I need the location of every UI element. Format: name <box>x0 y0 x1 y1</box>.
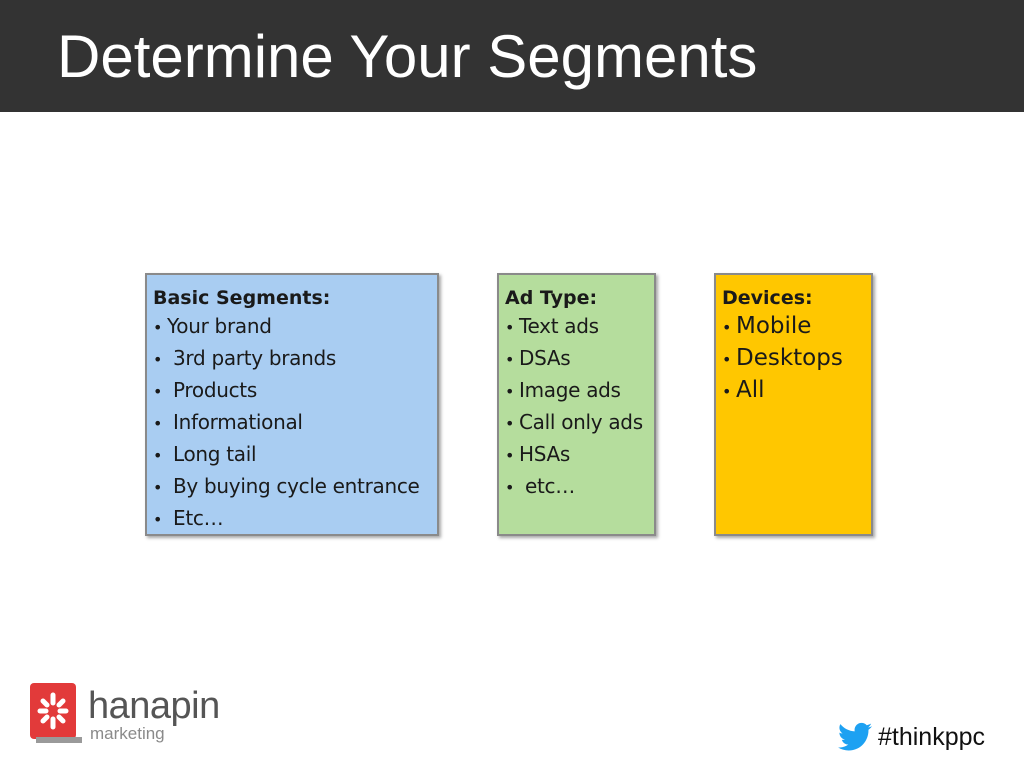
list-item: •Image ads <box>505 375 650 407</box>
list-item: •HSAs <box>505 439 650 471</box>
title-bar: Determine Your Segments <box>0 0 1024 112</box>
list-item-text: DSAs <box>519 346 571 370</box>
bullet: • <box>153 318 163 337</box>
bullet: • <box>153 350 163 369</box>
bullet: • <box>505 350 515 369</box>
list-item: •Call only ads <box>505 407 650 439</box>
slide-title: Determine Your Segments <box>57 23 758 90</box>
bullet: • <box>505 446 515 465</box>
bullet: • <box>153 446 163 465</box>
bullet: • <box>153 510 163 529</box>
list-item: • 3rd party brands <box>153 343 433 375</box>
list-item: •Text ads <box>505 311 650 343</box>
list-item-text: By buying cycle entrance <box>173 474 420 498</box>
list-item-text: Long tail <box>173 442 257 466</box>
list-item: •All <box>722 375 867 407</box>
list-item: • Informational <box>153 407 433 439</box>
basic-segments-heading: Basic Segments: <box>153 287 331 309</box>
list-item-text: Your brand <box>167 314 272 338</box>
list-item-text: Products <box>173 378 257 402</box>
list-item-text: Image ads <box>519 378 621 402</box>
bullet: • <box>505 382 515 401</box>
list-item-text: 3rd party brands <box>173 346 337 370</box>
twitter-bird-icon <box>838 722 872 751</box>
bullet: • <box>722 318 732 337</box>
list-item: • By buying cycle entrance <box>153 471 433 503</box>
hanapin-logo: hanapin marketing <box>30 681 230 745</box>
list-item: • Etc… <box>153 503 433 535</box>
list-item-text: Mobile <box>736 313 812 339</box>
hanapin-logo-mark-icon <box>30 683 82 743</box>
devices-list: •Mobile •Desktops •All <box>722 311 867 407</box>
bullet: • <box>722 382 732 401</box>
list-item-text: Desktops <box>736 345 843 371</box>
hashtag-text[interactable]: #thinkppc <box>878 723 986 751</box>
list-item-text: HSAs <box>519 442 571 466</box>
bullet: • <box>153 382 163 401</box>
list-item-text: Informational <box>173 410 303 434</box>
ad-type-list: •Text ads •DSAs •Image ads •Call only ad… <box>505 311 650 503</box>
basic-segments-list: •Your brand •3rd party brands •Products … <box>153 311 433 535</box>
devices-heading: Devices: <box>722 287 813 309</box>
logo-subtitle: marketing <box>90 724 165 743</box>
list-item: • etc… <box>505 471 650 503</box>
list-item-text: Etc… <box>173 506 224 530</box>
bullet: • <box>505 318 515 337</box>
list-item-text: Call only ads <box>519 410 643 434</box>
ad-type-box: Ad Type: •Text ads •DSAs •Image ads •Cal… <box>497 273 656 536</box>
devices-box: Devices: •Mobile •Desktops •All <box>714 273 873 536</box>
list-item: • Products <box>153 375 433 407</box>
logo-name: hanapin <box>88 685 220 727</box>
bullet: • <box>722 350 732 369</box>
list-item: • Long tail <box>153 439 433 471</box>
bullet: • <box>153 478 163 497</box>
bullet: • <box>505 478 515 497</box>
list-item-text: Text ads <box>519 314 599 338</box>
list-item-text: etc… <box>525 474 575 498</box>
list-item: •Desktops <box>722 343 867 375</box>
basic-segments-box: Basic Segments: •Your brand •3rd party b… <box>145 273 439 536</box>
ad-type-heading: Ad Type: <box>505 287 598 309</box>
bullet: • <box>153 414 163 433</box>
list-item-text: All <box>736 377 765 403</box>
list-item: •Your brand <box>153 311 433 343</box>
list-item: •Mobile <box>722 311 867 343</box>
list-item: •DSAs <box>505 343 650 375</box>
bullet: • <box>505 414 515 433</box>
